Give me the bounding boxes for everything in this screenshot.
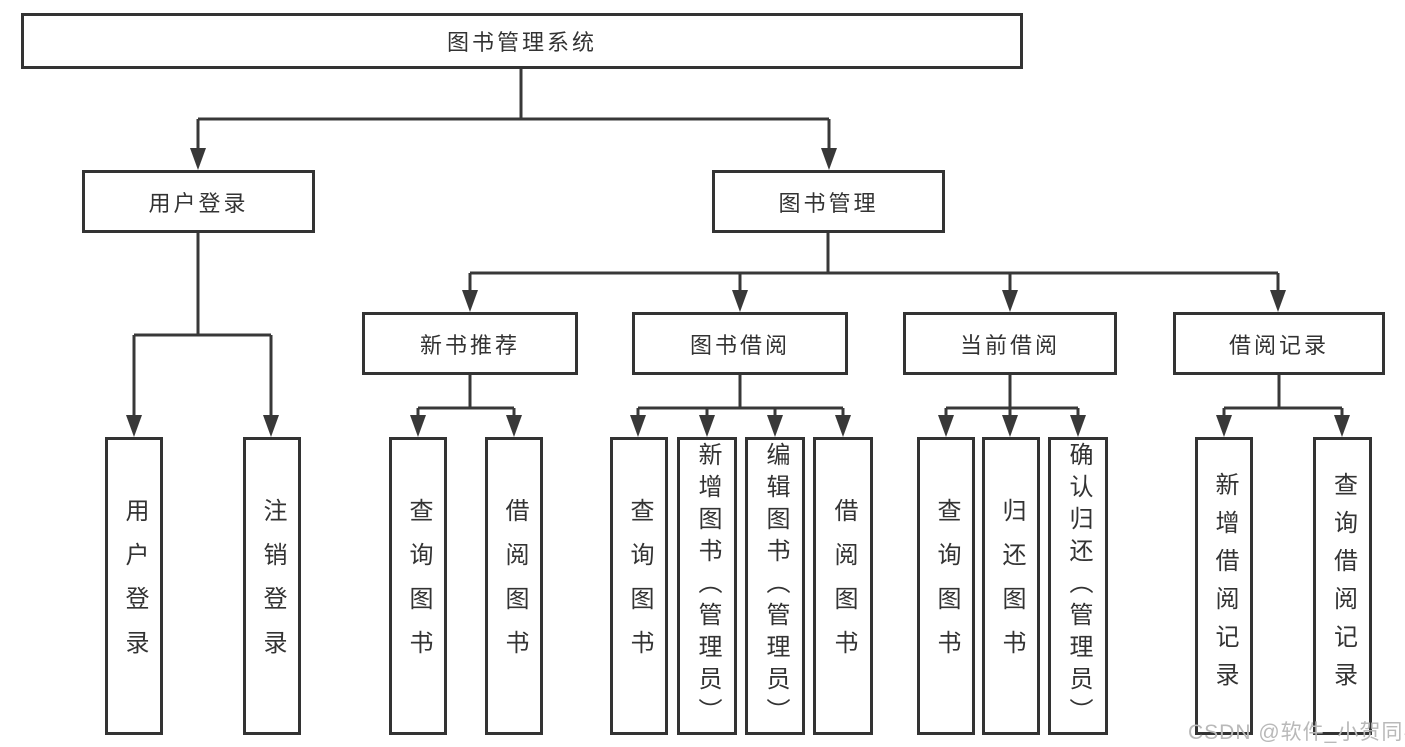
- node-label: 查询图书: [626, 498, 653, 674]
- node-label: 借阅图书: [501, 498, 528, 674]
- node-label: 编辑图书（管理员）: [762, 442, 789, 730]
- node-current-borrowing: 当前借阅: [903, 312, 1117, 375]
- leaf-add-borrow-record: 新增借阅记录: [1195, 437, 1253, 735]
- node-label: 图书管理系统: [446, 30, 597, 55]
- node-label: 注销登录: [259, 498, 286, 674]
- leaf-query-book-borrow: 查询图书: [610, 437, 668, 735]
- node-label: 查询图书: [933, 498, 960, 674]
- node-label: 查询图书: [405, 498, 432, 674]
- node-label: 当前借阅: [959, 332, 1060, 358]
- node-user-login-module: 用户登录: [82, 170, 315, 233]
- node-label: 借阅记录: [1228, 332, 1329, 358]
- node-label: 借阅图书: [830, 498, 857, 674]
- leaf-confirm-return-admin: 确认归还（管理员）: [1048, 437, 1108, 735]
- leaf-query-book-recommend: 查询图书: [389, 437, 447, 735]
- node-label: 用户登录: [148, 190, 249, 216]
- node-book-borrowing: 图书借阅: [632, 312, 848, 375]
- node-label: 查询借阅记录: [1329, 472, 1357, 700]
- leaf-add-book-admin: 新增图书（管理员）: [677, 437, 737, 735]
- node-book-management-module: 图书管理: [712, 170, 945, 233]
- node-library-management-system: 图书管理系统: [21, 13, 1023, 69]
- leaf-borrow-book-recommend: 借阅图书: [485, 437, 543, 735]
- leaf-query-book-current: 查询图书: [917, 437, 975, 735]
- node-label: 确认归还（管理员）: [1065, 442, 1092, 730]
- node-label: 新增借阅记录: [1211, 472, 1238, 700]
- leaf-borrow-book: 借阅图书: [813, 437, 873, 735]
- node-borrowing-records: 借阅记录: [1173, 312, 1385, 375]
- node-label: 归还图书: [998, 498, 1025, 674]
- leaf-logout: 注销登录: [243, 437, 301, 735]
- node-label: 新书推荐: [419, 332, 520, 358]
- leaf-return-book: 归还图书: [982, 437, 1040, 735]
- node-label: 图书借阅: [689, 332, 790, 358]
- node-new-book-recommendation: 新书推荐: [362, 312, 578, 375]
- leaf-query-borrow-record: 查询借阅记录: [1313, 437, 1372, 735]
- node-label: 图书管理: [778, 190, 879, 216]
- leaf-edit-book-admin: 编辑图书（管理员）: [745, 437, 805, 735]
- csdn-watermark: CSDN @软件_小贺同学: [1188, 721, 1405, 744]
- node-label: 新增图书（管理员）: [694, 442, 721, 730]
- leaf-user-login: 用户登录: [105, 437, 163, 735]
- node-label: 用户登录: [121, 498, 148, 674]
